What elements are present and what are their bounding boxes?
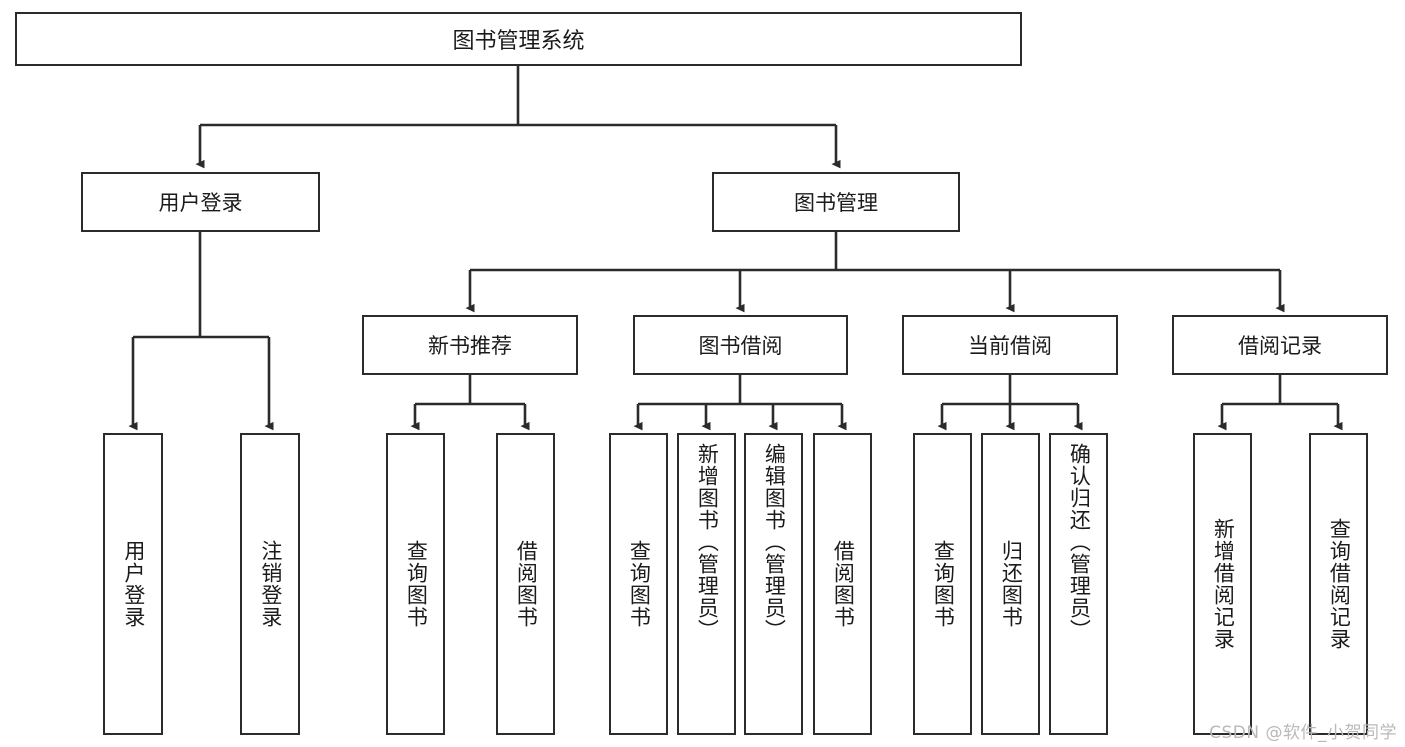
node-label: 确认归还（管理员） xyxy=(1067,443,1092,641)
node-user-login[interactable]: 用户登录 xyxy=(81,172,320,232)
node-label: 图书管理系统 xyxy=(452,29,585,54)
node-label: 借阅图书 xyxy=(831,540,856,628)
node-leaf-query-record[interactable]: 查询借阅记录 xyxy=(1309,433,1368,735)
node-label: 借阅记录 xyxy=(1238,334,1322,358)
node-new-book-recommend[interactable]: 新书推荐 xyxy=(362,315,578,375)
node-borrow-record[interactable]: 借阅记录 xyxy=(1172,315,1388,375)
node-leaf-add-record[interactable]: 新增借阅记录 xyxy=(1193,433,1252,735)
node-leaf-borrow-book-1[interactable]: 借阅图书 xyxy=(496,433,555,735)
node-label: 查询借阅记录 xyxy=(1327,518,1352,650)
node-leaf-query-book-1[interactable]: 查询图书 xyxy=(386,433,445,735)
node-label: 归还图书 xyxy=(999,540,1024,628)
node-leaf-borrow-book-2[interactable]: 借阅图书 xyxy=(813,433,872,735)
node-label: 图书借阅 xyxy=(698,334,783,358)
node-label: 新增借阅记录 xyxy=(1211,518,1236,650)
node-label: 当前借阅 xyxy=(968,334,1052,358)
node-label: 新增图书（管理员） xyxy=(695,443,720,641)
node-label: 新书推荐 xyxy=(428,334,512,358)
node-label: 借阅图书 xyxy=(514,540,539,628)
node-leaf-query-book-3[interactable]: 查询图书 xyxy=(913,433,972,735)
node-root-system[interactable]: 图书管理系统 xyxy=(15,12,1022,66)
node-leaf-add-book[interactable]: 新增图书（管理员） xyxy=(677,433,736,735)
node-label: 查询图书 xyxy=(931,540,956,628)
node-label: 编辑图书（管理员） xyxy=(762,443,787,641)
node-label: 用户登录 xyxy=(121,540,146,628)
node-book-manage[interactable]: 图书管理 xyxy=(712,172,960,232)
node-label: 用户登录 xyxy=(158,191,243,215)
node-leaf-query-book-2[interactable]: 查询图书 xyxy=(609,433,668,735)
node-label: 注销登录 xyxy=(258,540,283,628)
node-leaf-confirm-return[interactable]: 确认归还（管理员） xyxy=(1049,433,1108,735)
node-leaf-logout-login[interactable]: 注销登录 xyxy=(240,433,300,735)
watermark: CSDN @软件_小贺同学 xyxy=(1209,723,1397,743)
node-leaf-user-login[interactable]: 用户登录 xyxy=(103,433,163,735)
node-label: 查询图书 xyxy=(627,540,652,628)
node-leaf-return-book[interactable]: 归还图书 xyxy=(981,433,1040,735)
node-current-borrow[interactable]: 当前借阅 xyxy=(902,315,1118,375)
node-label: 图书管理 xyxy=(794,191,878,215)
node-leaf-edit-book[interactable]: 编辑图书（管理员） xyxy=(744,433,803,735)
node-label: 查询图书 xyxy=(404,540,429,628)
node-book-borrow[interactable]: 图书借阅 xyxy=(633,315,848,375)
